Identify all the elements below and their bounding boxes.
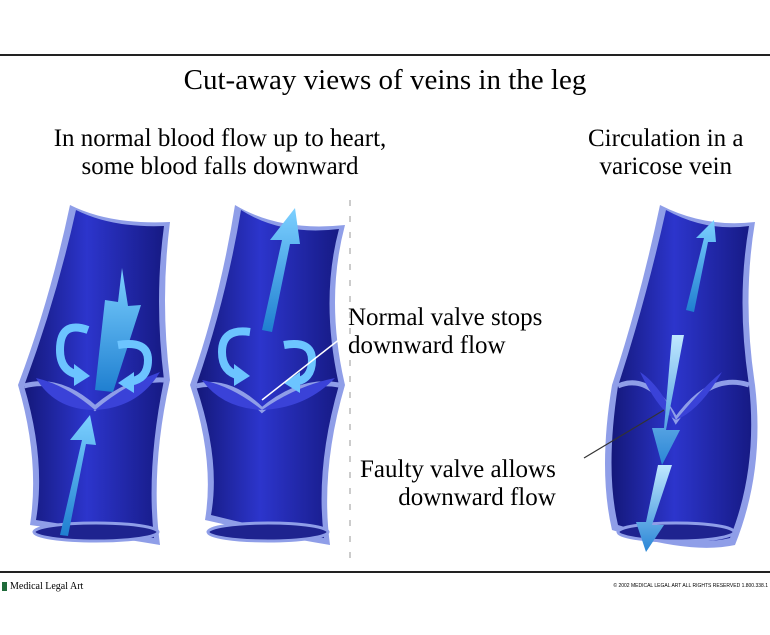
top-divider	[0, 54, 770, 56]
normal-vein-right	[190, 205, 346, 545]
swirl-arrow-head	[74, 364, 90, 386]
normal-valve-label-line-1: Normal valve stops	[348, 304, 543, 331]
upward-flow-arrow	[60, 415, 96, 536]
normal-flow-heading: In normal blood flow up to heart, some b…	[0, 125, 440, 181]
faulty-valve-label-line-2: downward flow	[398, 484, 556, 511]
brand-logo-mark	[2, 582, 7, 591]
normal-valve-label-line-2: downward flow	[348, 332, 506, 359]
faulty-valve-leader	[583, 409, 665, 459]
downward-flow-arrow	[636, 465, 672, 552]
swirl-arrow-head	[118, 372, 134, 393]
varicose-heading: Circulation in a varicose vein	[588, 125, 744, 181]
swirl-arrow	[55, 323, 90, 379]
normal-heading-line-2: some blood falls downward	[81, 153, 359, 180]
upward-flow-arrow	[95, 268, 141, 392]
faulty-valve-label-line-1: Faulty valve allows	[360, 456, 556, 483]
upward-flow-arrow	[262, 208, 300, 332]
normal-valve-label: Normal valve stops downward flow	[348, 304, 542, 360]
downward-flow-arrow	[652, 335, 684, 465]
varicose-heading-line-1: Circulation in a	[588, 125, 744, 152]
swirl-arrow	[217, 327, 251, 380]
swirl-arrow	[117, 340, 153, 386]
swirl-arrow-head	[234, 364, 250, 386]
normal-valve-leader	[261, 334, 346, 401]
footer-copyright: © 2002 MEDICAL LEGAL ART ALL RIGHTS RESE…	[613, 583, 768, 589]
swirl-arrow-head	[284, 372, 300, 393]
normal-vein-left	[18, 205, 170, 545]
varicose-vein	[583, 205, 758, 552]
varicose-heading-line-2: varicose vein	[599, 153, 733, 180]
footer-brand: Medical Legal Art	[10, 581, 84, 592]
bottom-divider	[0, 571, 770, 573]
diagram-title: Cut-away views of veins in the leg	[183, 64, 587, 96]
faulty-valve-label: Faulty valve allows downward flow	[360, 456, 556, 512]
upward-flow-arrow	[686, 220, 716, 312]
normal-heading-line-1: In normal blood flow up to heart,	[53, 125, 387, 152]
